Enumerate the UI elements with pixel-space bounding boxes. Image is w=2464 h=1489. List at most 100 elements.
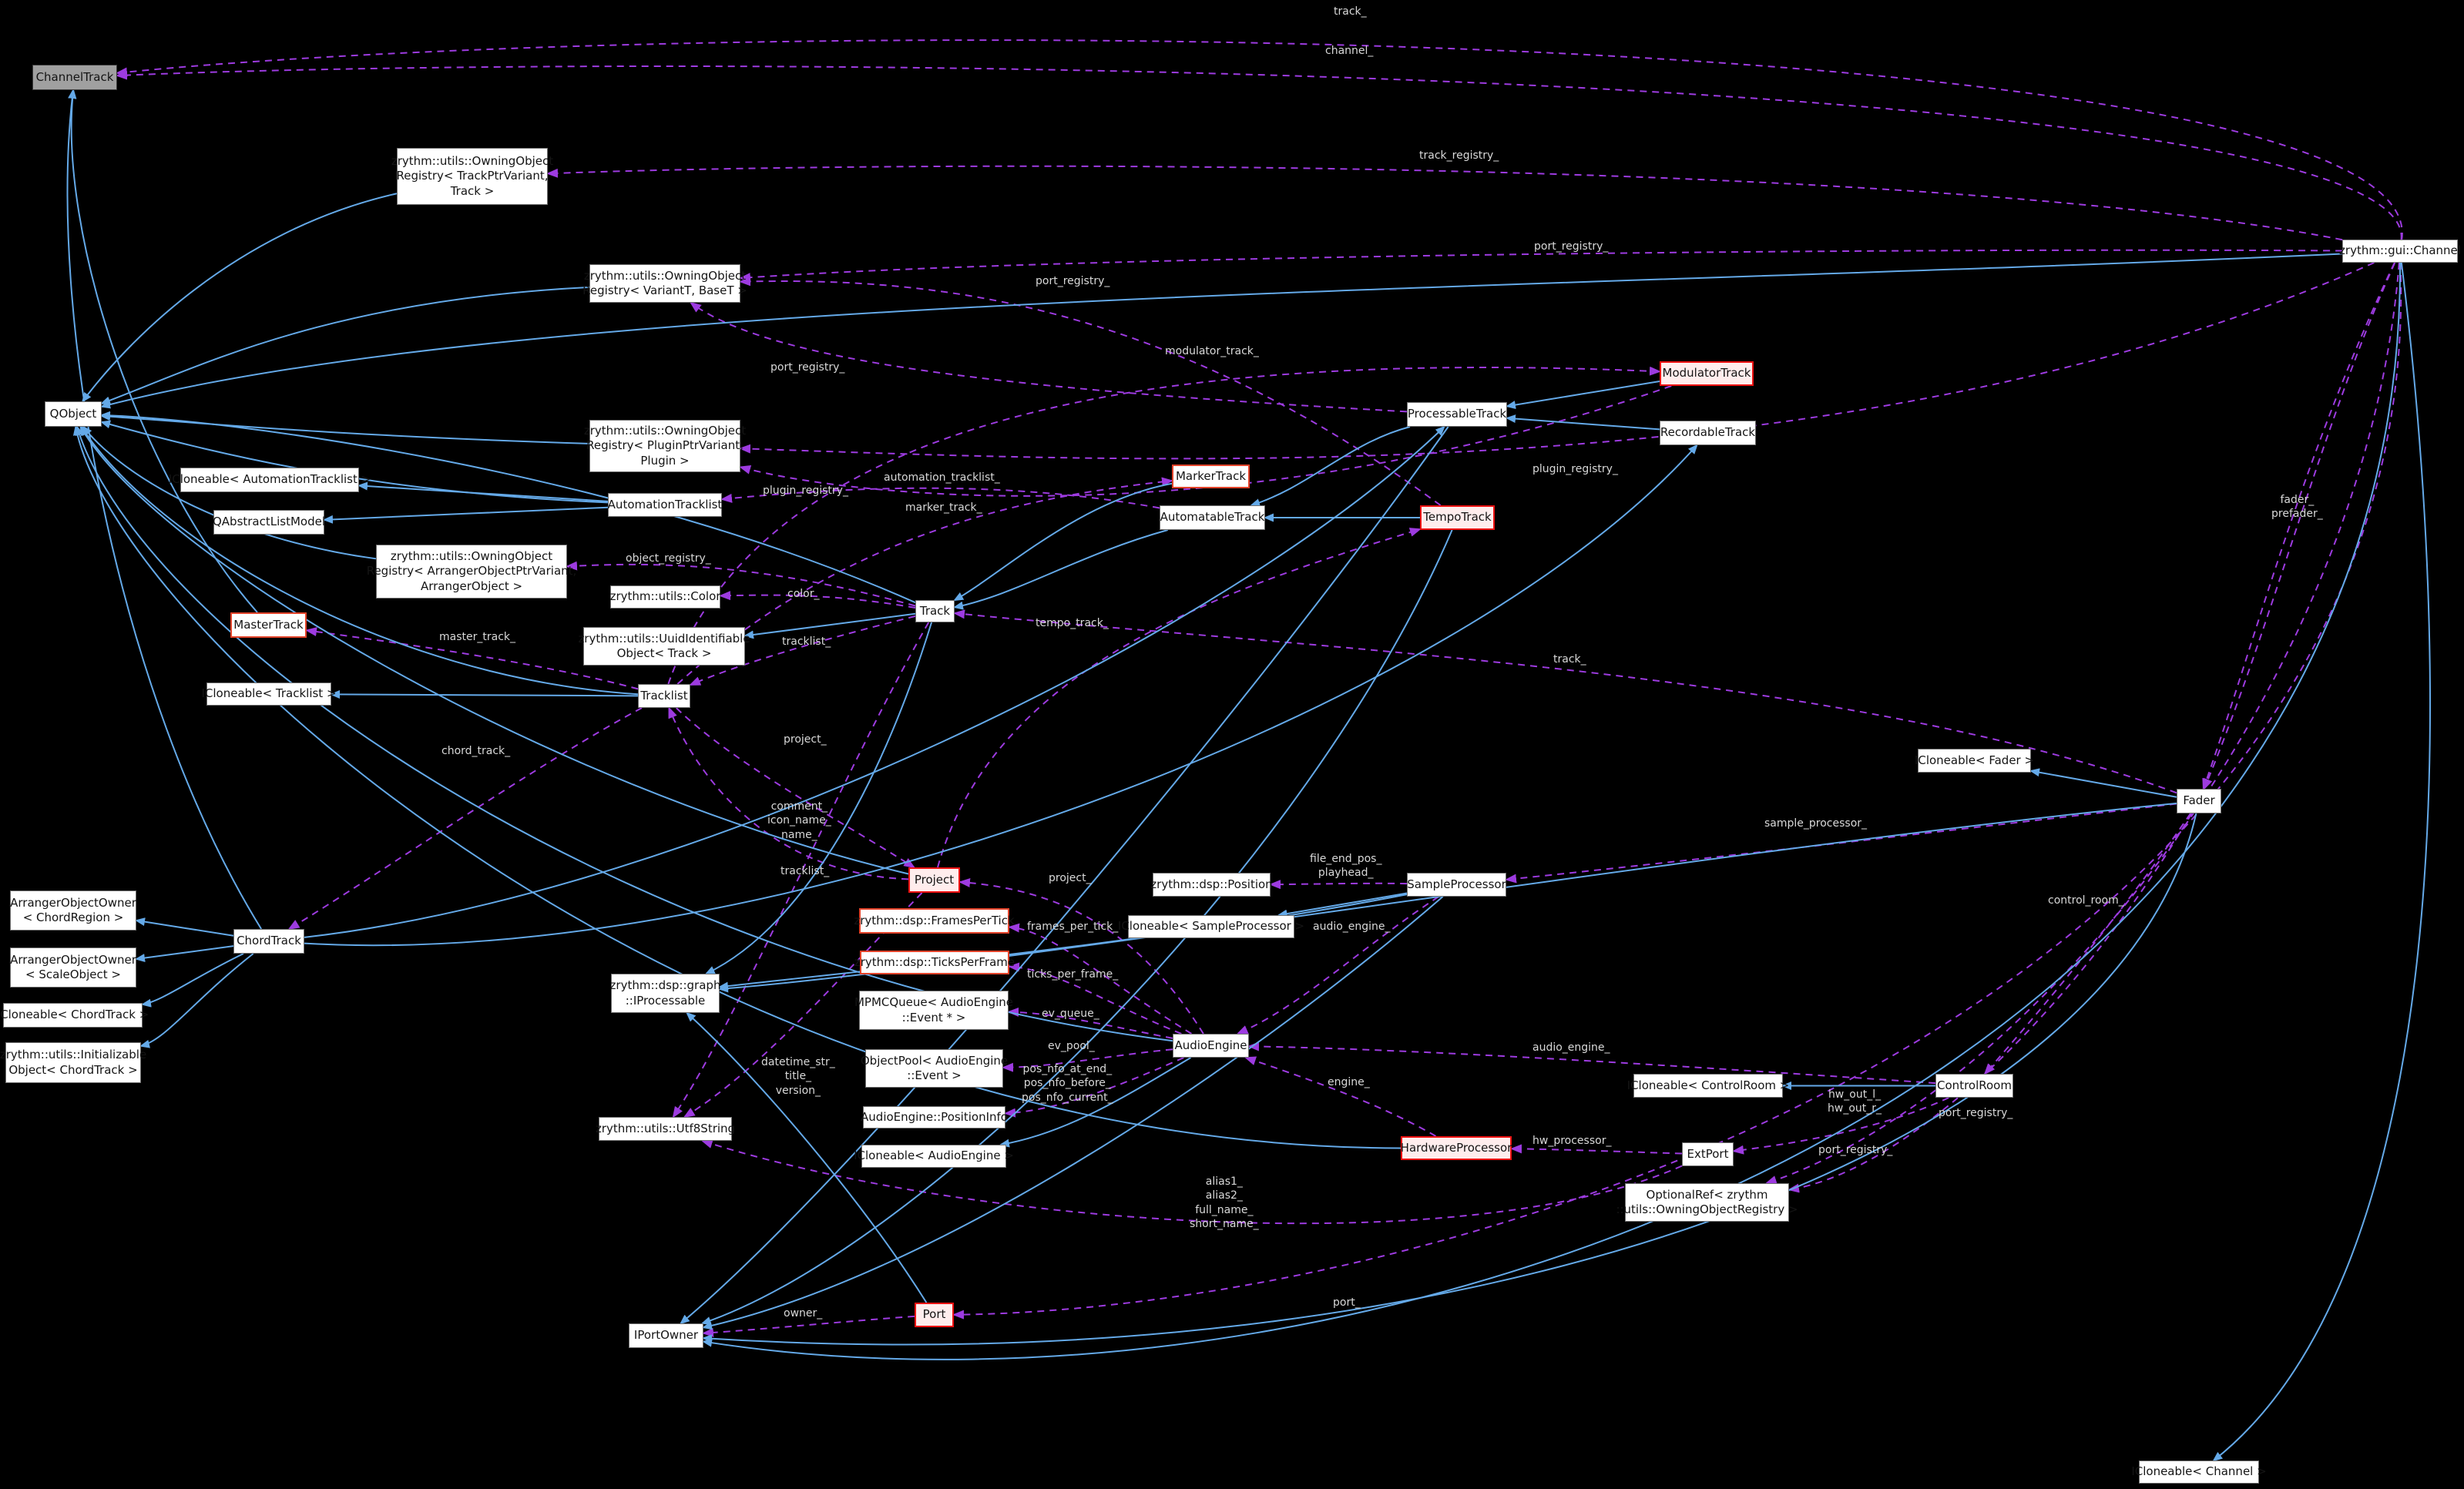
inheritance-edge <box>100 411 916 604</box>
usage-edge <box>689 615 916 686</box>
usage-edge <box>1002 1048 1173 1072</box>
class-node-icl_autotl[interactable]: ICloneable< AutomationTracklist > <box>169 468 371 492</box>
class-node-iprocessable[interactable]: zrythm::dsp::graph ::IProcessable <box>610 974 720 1013</box>
inheritance-edge <box>100 412 590 444</box>
inheritance-edge <box>79 425 909 875</box>
usage-edge <box>1236 896 1439 1035</box>
inheritance-edge <box>680 426 1449 1325</box>
usage-edge <box>676 707 916 869</box>
usage-edge <box>1008 923 1192 1035</box>
class-node-project[interactable]: Project <box>908 867 960 893</box>
usage-edge <box>937 528 1422 868</box>
class-node-utf8string[interactable]: zrythm::utils::Utf8String <box>596 1117 735 1141</box>
class-node-icl_sampleprocessor[interactable]: ICloneable< SampleProcessor > <box>1118 915 1304 938</box>
class-node-controlroom[interactable]: ControlRoom <box>1935 1074 2013 1098</box>
inheritance-edge <box>744 612 916 639</box>
class-node-chordtrack[interactable]: ChordTrack <box>233 929 304 954</box>
inheritance-edge <box>358 481 609 502</box>
class-node-icl_chordtrack[interactable]: ICloneable< ChordTrack > <box>0 1003 149 1028</box>
class-node-init_chordtrack[interactable]: zrythm::utils::Initializable Object< Cho… <box>0 1042 146 1083</box>
inheritance-edge <box>68 89 258 613</box>
class-node-channeltrack[interactable]: ChannelTrack <box>32 65 117 90</box>
inheritance-edge <box>135 945 234 963</box>
usage-edge <box>2203 262 2396 790</box>
class-node-processabletrack[interactable]: ProcessableTrack <box>1407 402 1507 427</box>
class-node-channel[interactable]: zrythm::gui::Channel <box>2339 240 2461 263</box>
usage-edge <box>1732 1097 1949 1155</box>
class-node-icl_audioengine[interactable]: ICloneable< AudioEngine > <box>854 1145 1014 1168</box>
class-node-positioninfo[interactable]: AudioEngine::PositionInfo <box>861 1106 1008 1128</box>
class-node-framespertick[interactable]: zrythm::dsp::FramesPerTick <box>854 908 1015 934</box>
class-node-qalm[interactable]: QAbstractListModel <box>213 510 325 535</box>
class-node-extport[interactable]: ExtPort <box>1682 1142 1734 1166</box>
class-node-reg_object[interactable]: zrythm::utils::OwningObject Registry< Ar… <box>367 545 576 599</box>
class-node-optionalref[interactable]: OptionalRef< zrythm ::utils::OwningObjec… <box>1616 1183 1798 1222</box>
inheritance-edge <box>323 506 609 524</box>
inheritance-edge <box>80 425 639 696</box>
inheritance-edge <box>1506 414 1660 431</box>
class-node-aoo_scaleobject[interactable]: ArrangerObjectOwner < ScaleObject > <box>10 947 136 988</box>
inheritance-edge <box>686 1011 928 1303</box>
class-node-icl_channel[interactable]: ICloneable< Channel > <box>2131 1460 2267 1484</box>
usage-edge <box>1247 1041 1936 1085</box>
inheritance-edge <box>704 622 932 974</box>
class-node-audioengine[interactable]: AudioEngine <box>1173 1034 1249 1058</box>
class-node-icl_fader[interactable]: ICloneable< Fader > <box>1915 749 2034 773</box>
class-node-uuidobj[interactable]: zrythm::utils::UuidIdentifiable Object< … <box>578 627 750 666</box>
class-node-markertrack[interactable]: MarkerTrack <box>1172 464 1250 488</box>
inheritance-edge <box>2212 262 2431 1462</box>
inheritance-edge <box>718 894 1408 991</box>
inheritance-edge <box>135 917 234 937</box>
class-node-mastertrack[interactable]: MasterTrack <box>230 612 307 638</box>
class-node-reg_plugin[interactable]: zrythm::utils::OwningObject Registry< Pl… <box>584 420 746 472</box>
usage-edge <box>667 366 1661 685</box>
class-node-fader[interactable]: Fader <box>2177 789 2221 813</box>
class-node-qobject[interactable]: QObject <box>45 401 102 427</box>
inheritance-edge <box>304 425 1445 938</box>
class-node-icl_tracklist[interactable]: ICloneable< Tracklist > <box>201 682 337 706</box>
usage-edge <box>739 277 1442 506</box>
inheritance-edge <box>66 89 262 930</box>
inheritance-edge <box>304 444 1698 947</box>
inheritance-edge <box>1250 426 1411 507</box>
class-node-sampleprocessor[interactable]: SampleProcessor <box>1407 873 1506 897</box>
class-node-ticksperframe[interactable]: zrythm::dsp::TicksPerFrame <box>854 951 1015 974</box>
inheritance-edge <box>999 1057 1192 1148</box>
class-node-hardwareprocessor[interactable]: HardwareProcessor <box>1401 1136 1512 1160</box>
inheritance-edge <box>700 529 1453 1325</box>
usage-edge <box>287 707 643 931</box>
inheritance-edge <box>953 482 1173 602</box>
inheritance-edge <box>702 262 2402 1360</box>
class-node-tempotrack[interactable]: TempoTrack <box>1420 505 1495 530</box>
class-node-port[interactable]: Port <box>915 1303 954 1327</box>
inheritance-edge <box>82 193 398 403</box>
class-node-modulatortrack[interactable]: ModulatorTrack <box>1660 361 1754 386</box>
usage-edge <box>1244 1056 1437 1137</box>
usage-edge <box>566 561 916 607</box>
class-node-objectpool[interactable]: ObjectPool< AudioEngine ::Event > <box>861 1049 1008 1088</box>
class-node-reg_track[interactable]: zrythm::utils::OwningObject Registry< Tr… <box>391 148 553 205</box>
class-node-iportowner[interactable]: IPortOwner <box>629 1323 703 1348</box>
class-node-recordabletrack[interactable]: RecordableTrack <box>1660 421 1756 445</box>
usage-edge <box>953 609 2177 794</box>
class-node-icl_controlroom[interactable]: ICloneable< ControlRoom > <box>1627 1074 1789 1098</box>
class-node-mpmcqueue[interactable]: MPMCQueue< AudioEngine ::Event * > <box>854 991 1013 1030</box>
inheritance-edge <box>1506 380 1660 410</box>
class-node-reg_variant[interactable]: zrythm::utils::OwningObject Registry< Va… <box>582 264 747 303</box>
usage-edge <box>305 627 639 690</box>
usage-edge <box>1764 262 2400 1185</box>
class-node-color[interactable]: zrythm::utils::Color <box>610 585 720 609</box>
usage-edge <box>739 385 1672 497</box>
usage-edge <box>689 301 1408 413</box>
class-node-track[interactable]: Track <box>915 600 955 622</box>
class-node-automatabletrack[interactable]: AutomatableTrack <box>1160 505 1265 530</box>
class-node-position[interactable]: zrythm::dsp::Position <box>1150 873 1273 897</box>
class-node-aoo_chordregion[interactable]: ArrangerObjectOwner < ChordRegion > <box>10 890 136 931</box>
class-node-tracklist[interactable]: Tracklist <box>638 684 690 708</box>
usage-edge <box>1008 962 1182 1035</box>
inheritance-edge <box>1277 892 1408 918</box>
usage-edge <box>700 1139 1683 1225</box>
class-node-autotracklist[interactable]: AutomationTracklist <box>608 493 722 517</box>
usage-edge <box>1510 1144 1683 1155</box>
